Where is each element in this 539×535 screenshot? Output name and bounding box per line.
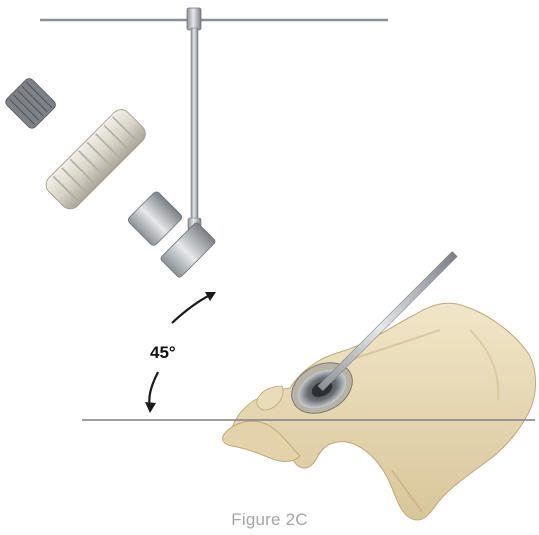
angle-arrowhead-bottom	[145, 402, 156, 413]
t-bar-alignment-guide	[40, 8, 388, 232]
angle-label: 45°	[150, 343, 176, 362]
pelvis-bone	[223, 303, 536, 520]
figure-caption: Figure 2C	[0, 510, 539, 530]
